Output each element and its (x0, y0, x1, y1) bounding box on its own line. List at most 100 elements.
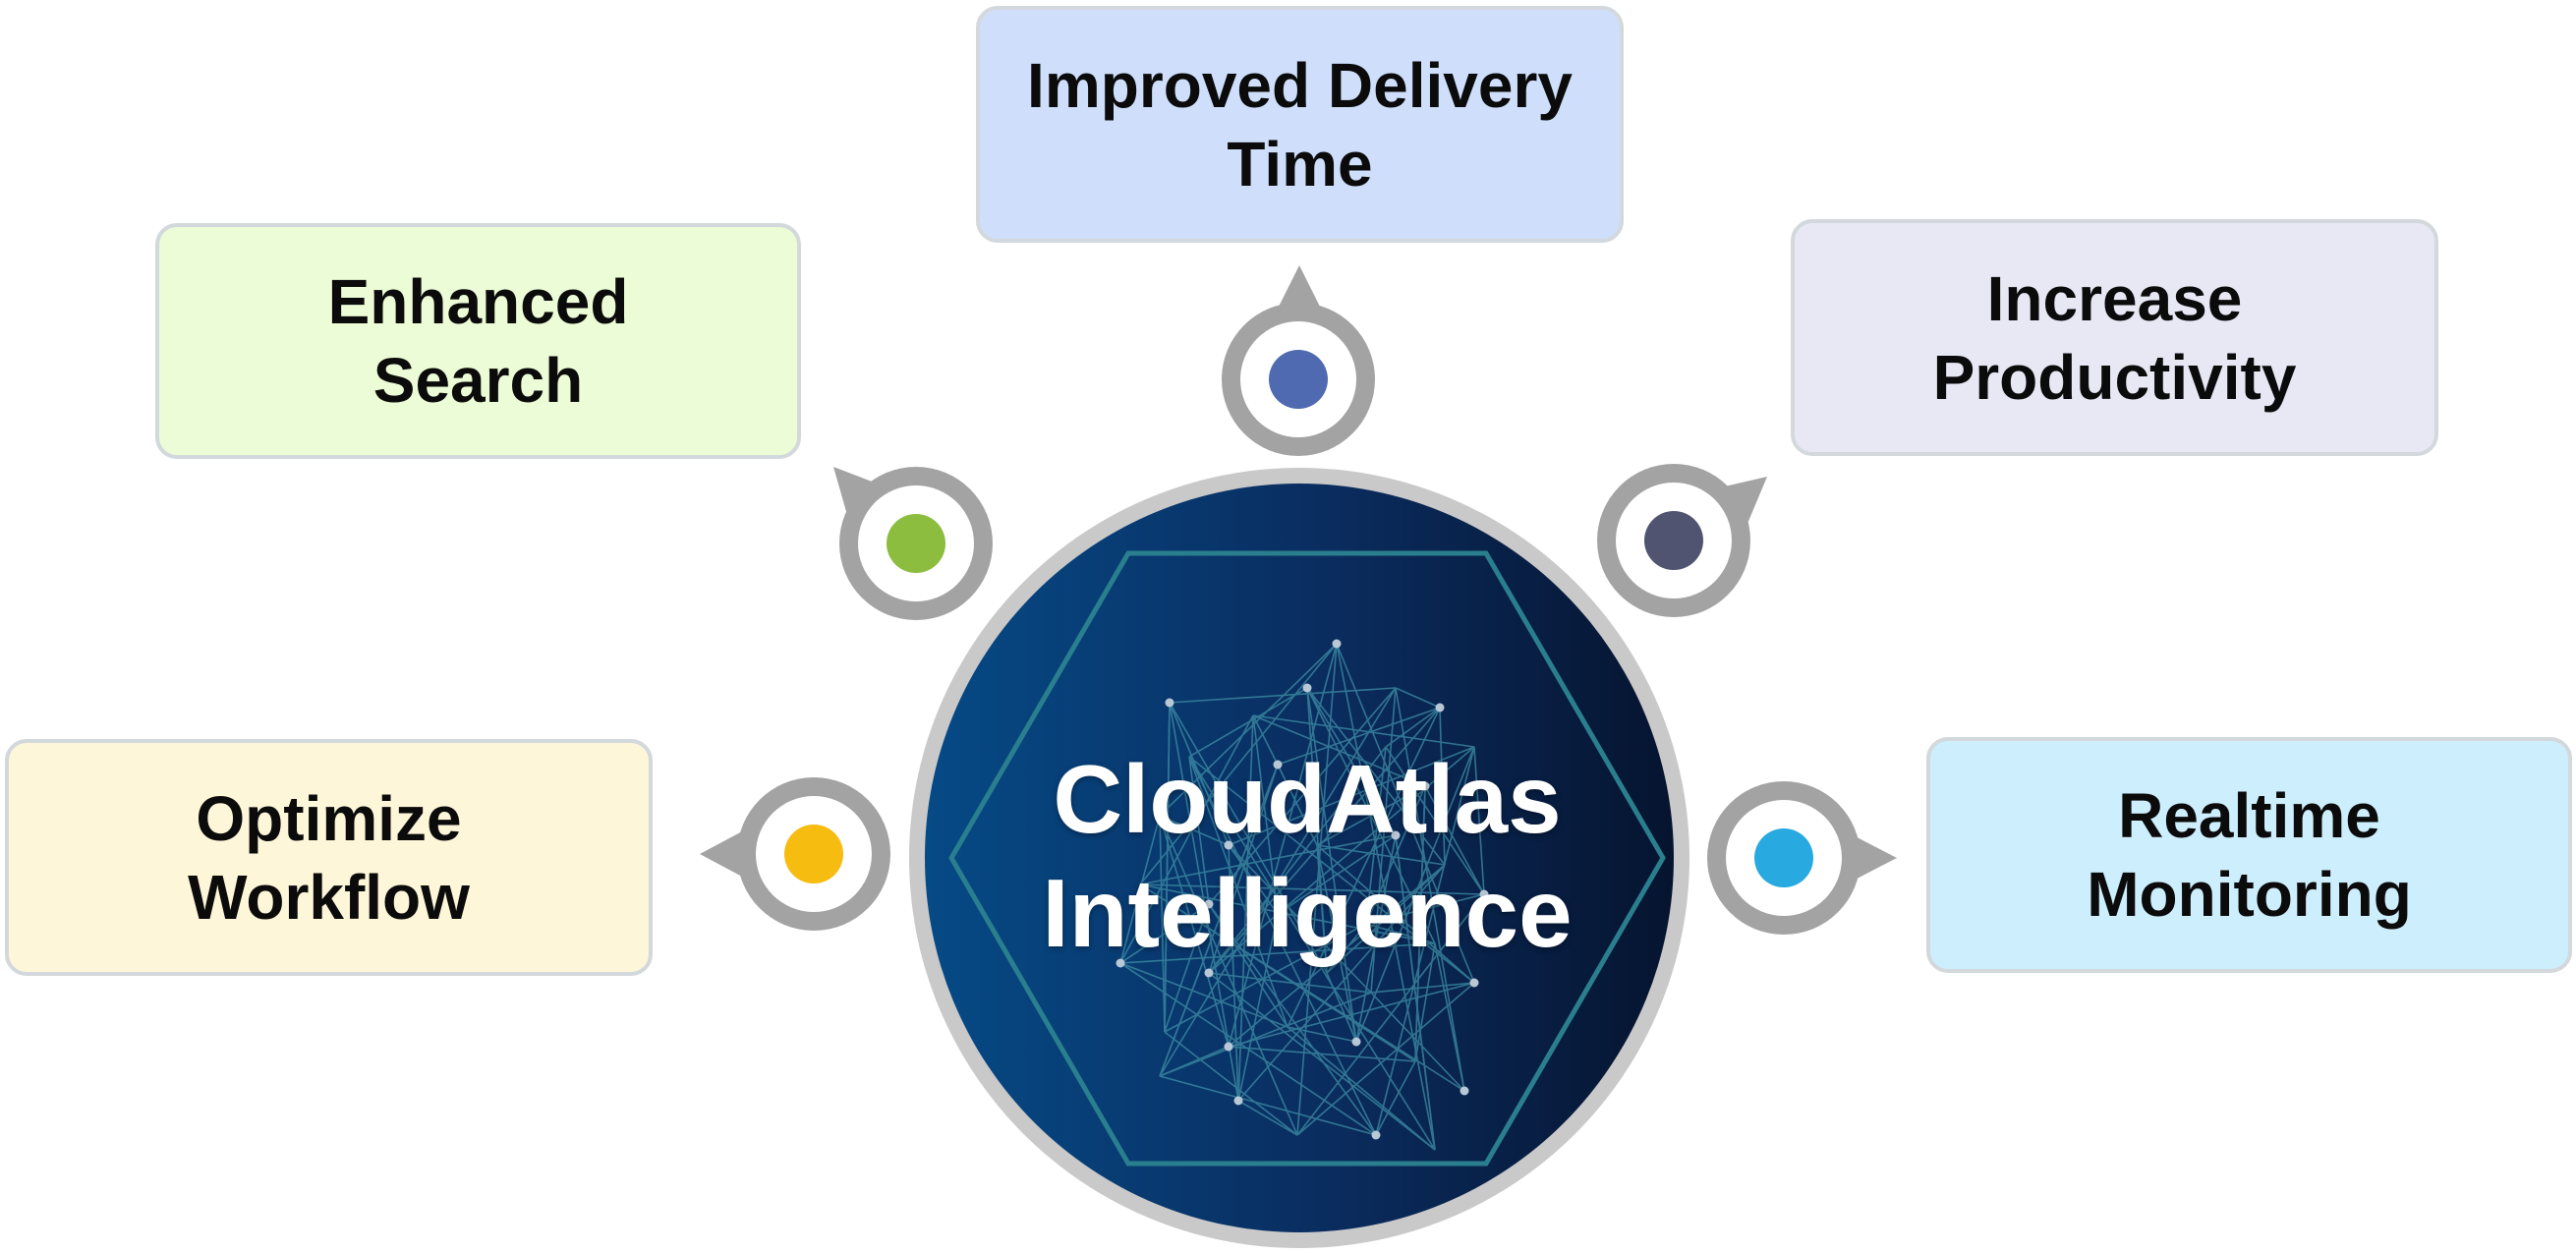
network-line (1237, 1100, 1298, 1136)
connector-optimize-workflow (700, 777, 890, 931)
network-line (1208, 903, 1377, 1136)
network-line (1277, 746, 1475, 915)
network-node (1332, 639, 1342, 649)
network-node (1371, 1130, 1381, 1140)
network-nodes (1116, 639, 1489, 1140)
network-line (1208, 972, 1372, 994)
benefit-enhanced-search: Enhanced Search (155, 223, 801, 459)
network-line (1473, 746, 1485, 895)
network-line (1188, 756, 1475, 984)
benefit-label: Increase Productivity (1932, 262, 2297, 413)
network-line (1316, 844, 1446, 866)
marker-dot (1644, 511, 1703, 570)
network-line (1355, 746, 1475, 1043)
network-node (1224, 840, 1233, 850)
network-line (1277, 707, 1441, 766)
network-node (1233, 1096, 1243, 1106)
network-node (1302, 683, 1312, 693)
network-line (1237, 913, 1279, 1102)
benefit-improved-delivery-time: Improved Delivery Time (976, 6, 1624, 243)
network-node (1435, 703, 1445, 712)
network-line (1228, 844, 1372, 994)
network-line (1169, 702, 1328, 974)
network-line (1375, 1060, 1416, 1136)
network-line (1208, 913, 1279, 974)
network-line (1228, 643, 1338, 1048)
marker-dot (1754, 828, 1813, 887)
network-line (1164, 702, 1171, 1033)
network-node (1391, 830, 1401, 840)
network-line (1139, 883, 1465, 1092)
network-line (1287, 707, 1441, 1028)
benefit-label: Enhanced Search (327, 266, 629, 416)
network-line (1365, 785, 1426, 925)
network-line (1159, 687, 1397, 1077)
connector-improved-delivery (1222, 265, 1375, 456)
network-line (1119, 714, 1254, 964)
network-line (1228, 746, 1475, 846)
network-line (1228, 982, 1475, 1048)
marker-dot (887, 514, 945, 573)
hexagon-outline (948, 550, 1666, 1167)
network-line (1119, 815, 1161, 964)
network-node (1204, 899, 1214, 909)
center-title-line-1: CloudAtlas (1053, 745, 1562, 853)
network-line (1159, 815, 1230, 1048)
network-line (1119, 962, 1377, 1136)
center-artwork (948, 550, 1666, 1167)
network-line (1395, 687, 1441, 709)
network-line (1287, 1026, 1436, 1151)
network-line (1188, 687, 1308, 758)
network-line (1159, 815, 1230, 846)
benefit-optimize-workflow: Optimize Workflow (5, 739, 653, 976)
network-line (1164, 1031, 1298, 1136)
network-line (1159, 764, 1279, 1077)
benefit-label: Realtime Monitoring (2087, 780, 2412, 930)
marker-dot (784, 825, 843, 883)
network-line (1159, 1075, 1377, 1136)
benefit-label: Optimize Workflow (188, 782, 470, 933)
network-line (1119, 962, 1288, 1028)
network-line (1370, 687, 1397, 994)
network-line (1188, 756, 1288, 1028)
network-line (1139, 883, 1485, 895)
network-node (1420, 781, 1430, 791)
network-line (1370, 992, 1465, 1092)
network-line (1164, 923, 1367, 1033)
network-line (1119, 942, 1436, 964)
network-line (1208, 903, 1288, 1028)
network-line (1395, 834, 1436, 1151)
network-line (1159, 992, 1372, 1077)
network-line (1252, 714, 1279, 766)
connector-enhanced-search (833, 467, 993, 620)
network-line (1385, 707, 1441, 748)
network-line (1296, 893, 1485, 1136)
network-line (1139, 883, 1436, 944)
network-line (1365, 746, 1387, 925)
network-line (1252, 714, 1475, 748)
network-line (1370, 982, 1475, 994)
network-line (1296, 982, 1475, 1136)
network-line (1159, 815, 1166, 1033)
network-line (1188, 756, 1377, 1136)
network-line (1277, 764, 1318, 846)
network-node (1116, 958, 1125, 968)
network-line (1316, 844, 1475, 984)
network-node (1204, 968, 1214, 978)
network-line (1119, 903, 1210, 964)
network-node (1469, 978, 1479, 988)
benefit-increase-productivity: Increase Productivity (1791, 219, 2438, 456)
network-line (1208, 764, 1279, 974)
network-node (1273, 760, 1283, 769)
network-line (1188, 756, 1210, 905)
network-line (1316, 844, 1357, 1043)
network-line (1306, 687, 1397, 836)
benefit-label: Improved Delivery Time (1027, 49, 1573, 199)
network-line (1385, 746, 1485, 895)
network-node (1479, 889, 1489, 899)
network-line (1326, 864, 1446, 974)
center-title: CloudAtlas Intelligence (1002, 742, 1612, 970)
connector-realtime-monitoring (1707, 781, 1897, 935)
